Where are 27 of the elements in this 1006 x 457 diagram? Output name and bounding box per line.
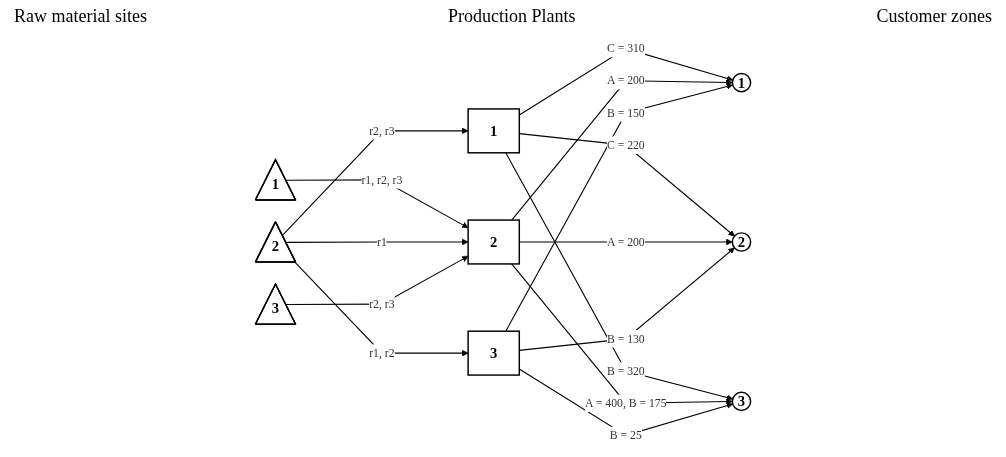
- column-heading: Customer zones: [876, 6, 992, 28]
- edge-label: r2, r3: [369, 297, 395, 310]
- node-box: 3: [467, 330, 521, 376]
- edge-label: B = 25: [609, 428, 642, 442]
- arrow: [294, 261, 469, 357]
- edge-label: B = 320: [606, 364, 645, 377]
- edge-label: A = 200: [606, 74, 645, 87]
- column-heading: Production Plants: [448, 6, 576, 28]
- node-circle: 3: [731, 391, 752, 412]
- edge-label: r2, r3: [369, 124, 395, 137]
- edge-label: B = 130: [606, 332, 645, 345]
- edge-label: C = 220: [606, 138, 645, 151]
- arrow: [511, 263, 733, 405]
- edge-label: r1: [376, 235, 387, 248]
- edge-label: B = 150: [606, 106, 645, 119]
- arrow: [285, 238, 469, 246]
- edge-label: C = 310: [606, 42, 645, 55]
- edge-label: r1, r2, r3: [361, 173, 403, 186]
- edge-label: A = 400, B = 175: [585, 396, 667, 410]
- column-heading: Raw material sites: [14, 6, 147, 28]
- node-box: 2: [467, 219, 521, 265]
- arrow: [511, 79, 733, 221]
- edge-label: r1, r2: [369, 346, 395, 359]
- node-circle: 2: [731, 232, 752, 252]
- edge-label: A = 200: [606, 235, 645, 248]
- node-box: 1: [467, 108, 521, 154]
- node-circle: 1: [731, 72, 752, 93]
